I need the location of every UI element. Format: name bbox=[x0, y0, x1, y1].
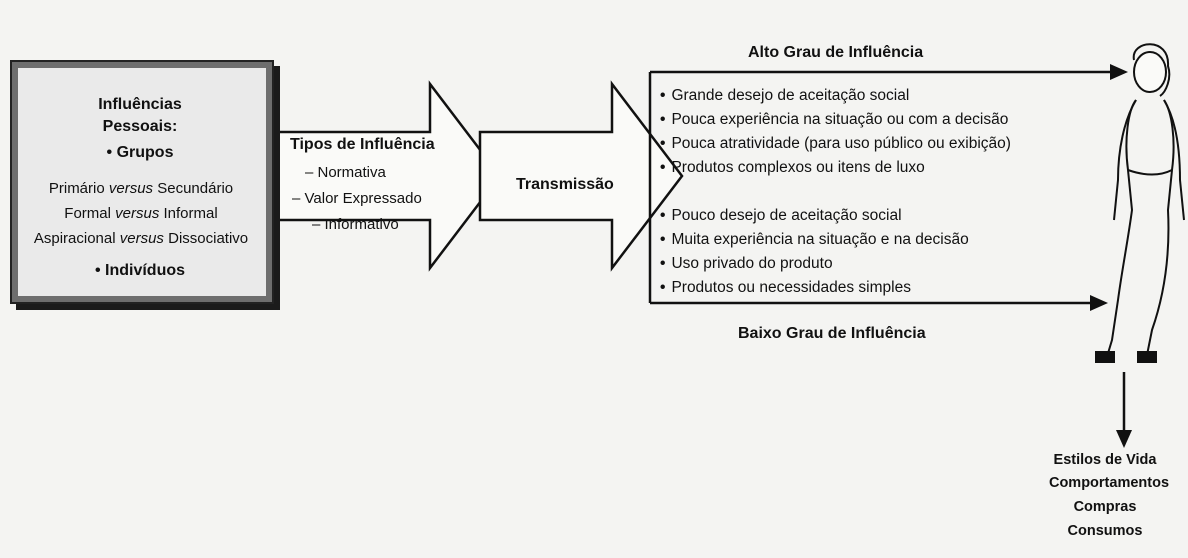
influence-types-title: Tipos de Influência bbox=[290, 136, 435, 153]
high-influence-list: •Grande desejo de aceitação social •Pouc… bbox=[660, 84, 1080, 180]
list-item: •Pouca experiência na situação ou com a … bbox=[660, 111, 1009, 128]
influences-title-line2: Pessoais: bbox=[102, 118, 178, 135]
individuals-label: • Indivíduos bbox=[94, 262, 186, 279]
arrow-transmission bbox=[478, 80, 684, 272]
list-item: •Grande desejo de aceitação social bbox=[660, 87, 910, 104]
down-arrowhead bbox=[1116, 430, 1132, 448]
influences-title-line1: Influências bbox=[98, 96, 182, 113]
high-item-text: Pouca atratividade (para uso público ou … bbox=[671, 135, 1011, 152]
pair2-versus: versus bbox=[115, 205, 160, 222]
pair1-versus: versus bbox=[108, 180, 154, 197]
influence-type-normative: – Normativa bbox=[305, 164, 386, 181]
list-item: •Muita experiência na situação e na deci… bbox=[660, 231, 969, 248]
person-illustration bbox=[1095, 43, 1185, 363]
list-item: •Pouca atratividade (para uso público ou… bbox=[660, 135, 1011, 152]
list-item: •Pouco desejo de aceitação social bbox=[660, 207, 902, 224]
low-item-text: Muita experiência na situação e na decis… bbox=[671, 231, 969, 248]
high-item-text: Pouca experiência na situação ou com a d… bbox=[671, 111, 1009, 128]
list-item: •Produtos complexos ou itens de luxo bbox=[660, 159, 925, 176]
pair2-a: Formal bbox=[64, 205, 116, 222]
outcome-lifestyles: Estilos de Vida bbox=[1053, 452, 1157, 468]
low-item-text: Uso privado do produto bbox=[671, 255, 833, 272]
pair2-b: Informal bbox=[159, 205, 218, 222]
list-item: •Produtos ou necessidades simples bbox=[660, 279, 911, 296]
pair3-b: Dissociativo bbox=[163, 230, 249, 247]
personal-influences-panel bbox=[18, 68, 266, 296]
high-item-text: Grande desejo de aceitação social bbox=[671, 87, 910, 104]
high-influence-title: Alto Grau de Influência bbox=[748, 44, 924, 61]
personal-influences-box bbox=[10, 60, 274, 304]
pair1-b: Secundário bbox=[153, 180, 234, 197]
high-item-text: Produtos complexos ou itens de luxo bbox=[671, 159, 925, 176]
pair-formal-informal: Formal versus Informal bbox=[10, 205, 272, 222]
influence-type-value-expressive: – Valor Expressado bbox=[292, 190, 422, 207]
outcome-purchases: Compras bbox=[1073, 499, 1137, 515]
pair3-a: Aspiracional bbox=[33, 230, 120, 247]
list-item: •Uso privado do produto bbox=[660, 255, 833, 272]
low-influence-list: •Pouco desejo de aceitação social •Muita… bbox=[660, 204, 1080, 300]
influence-type-informative: – Informativo bbox=[312, 216, 399, 233]
pair-aspirational-dissociative: Aspiracional versus Dissociativo bbox=[10, 230, 272, 247]
outcome-consumption: Consumos bbox=[1067, 523, 1143, 539]
groups-label: • Grupos bbox=[106, 144, 174, 161]
transmission-label: Transmissão bbox=[516, 176, 614, 193]
pair3-versus: versus bbox=[119, 230, 164, 247]
low-arrowhead bbox=[1090, 295, 1108, 311]
arrow-influence-types bbox=[270, 80, 502, 272]
low-influence-title: Baixo Grau de Influência bbox=[738, 325, 926, 342]
low-item-text: Produtos ou necessidades simples bbox=[671, 279, 911, 296]
pair-primary-secondary: Primário versus Secundário bbox=[10, 180, 272, 197]
high-arrowhead bbox=[1110, 64, 1128, 80]
low-item-text: Pouco desejo de aceitação social bbox=[671, 207, 902, 224]
outcome-behaviors: Comportamentos bbox=[1048, 475, 1170, 491]
pair1-a: Primário bbox=[48, 180, 109, 197]
